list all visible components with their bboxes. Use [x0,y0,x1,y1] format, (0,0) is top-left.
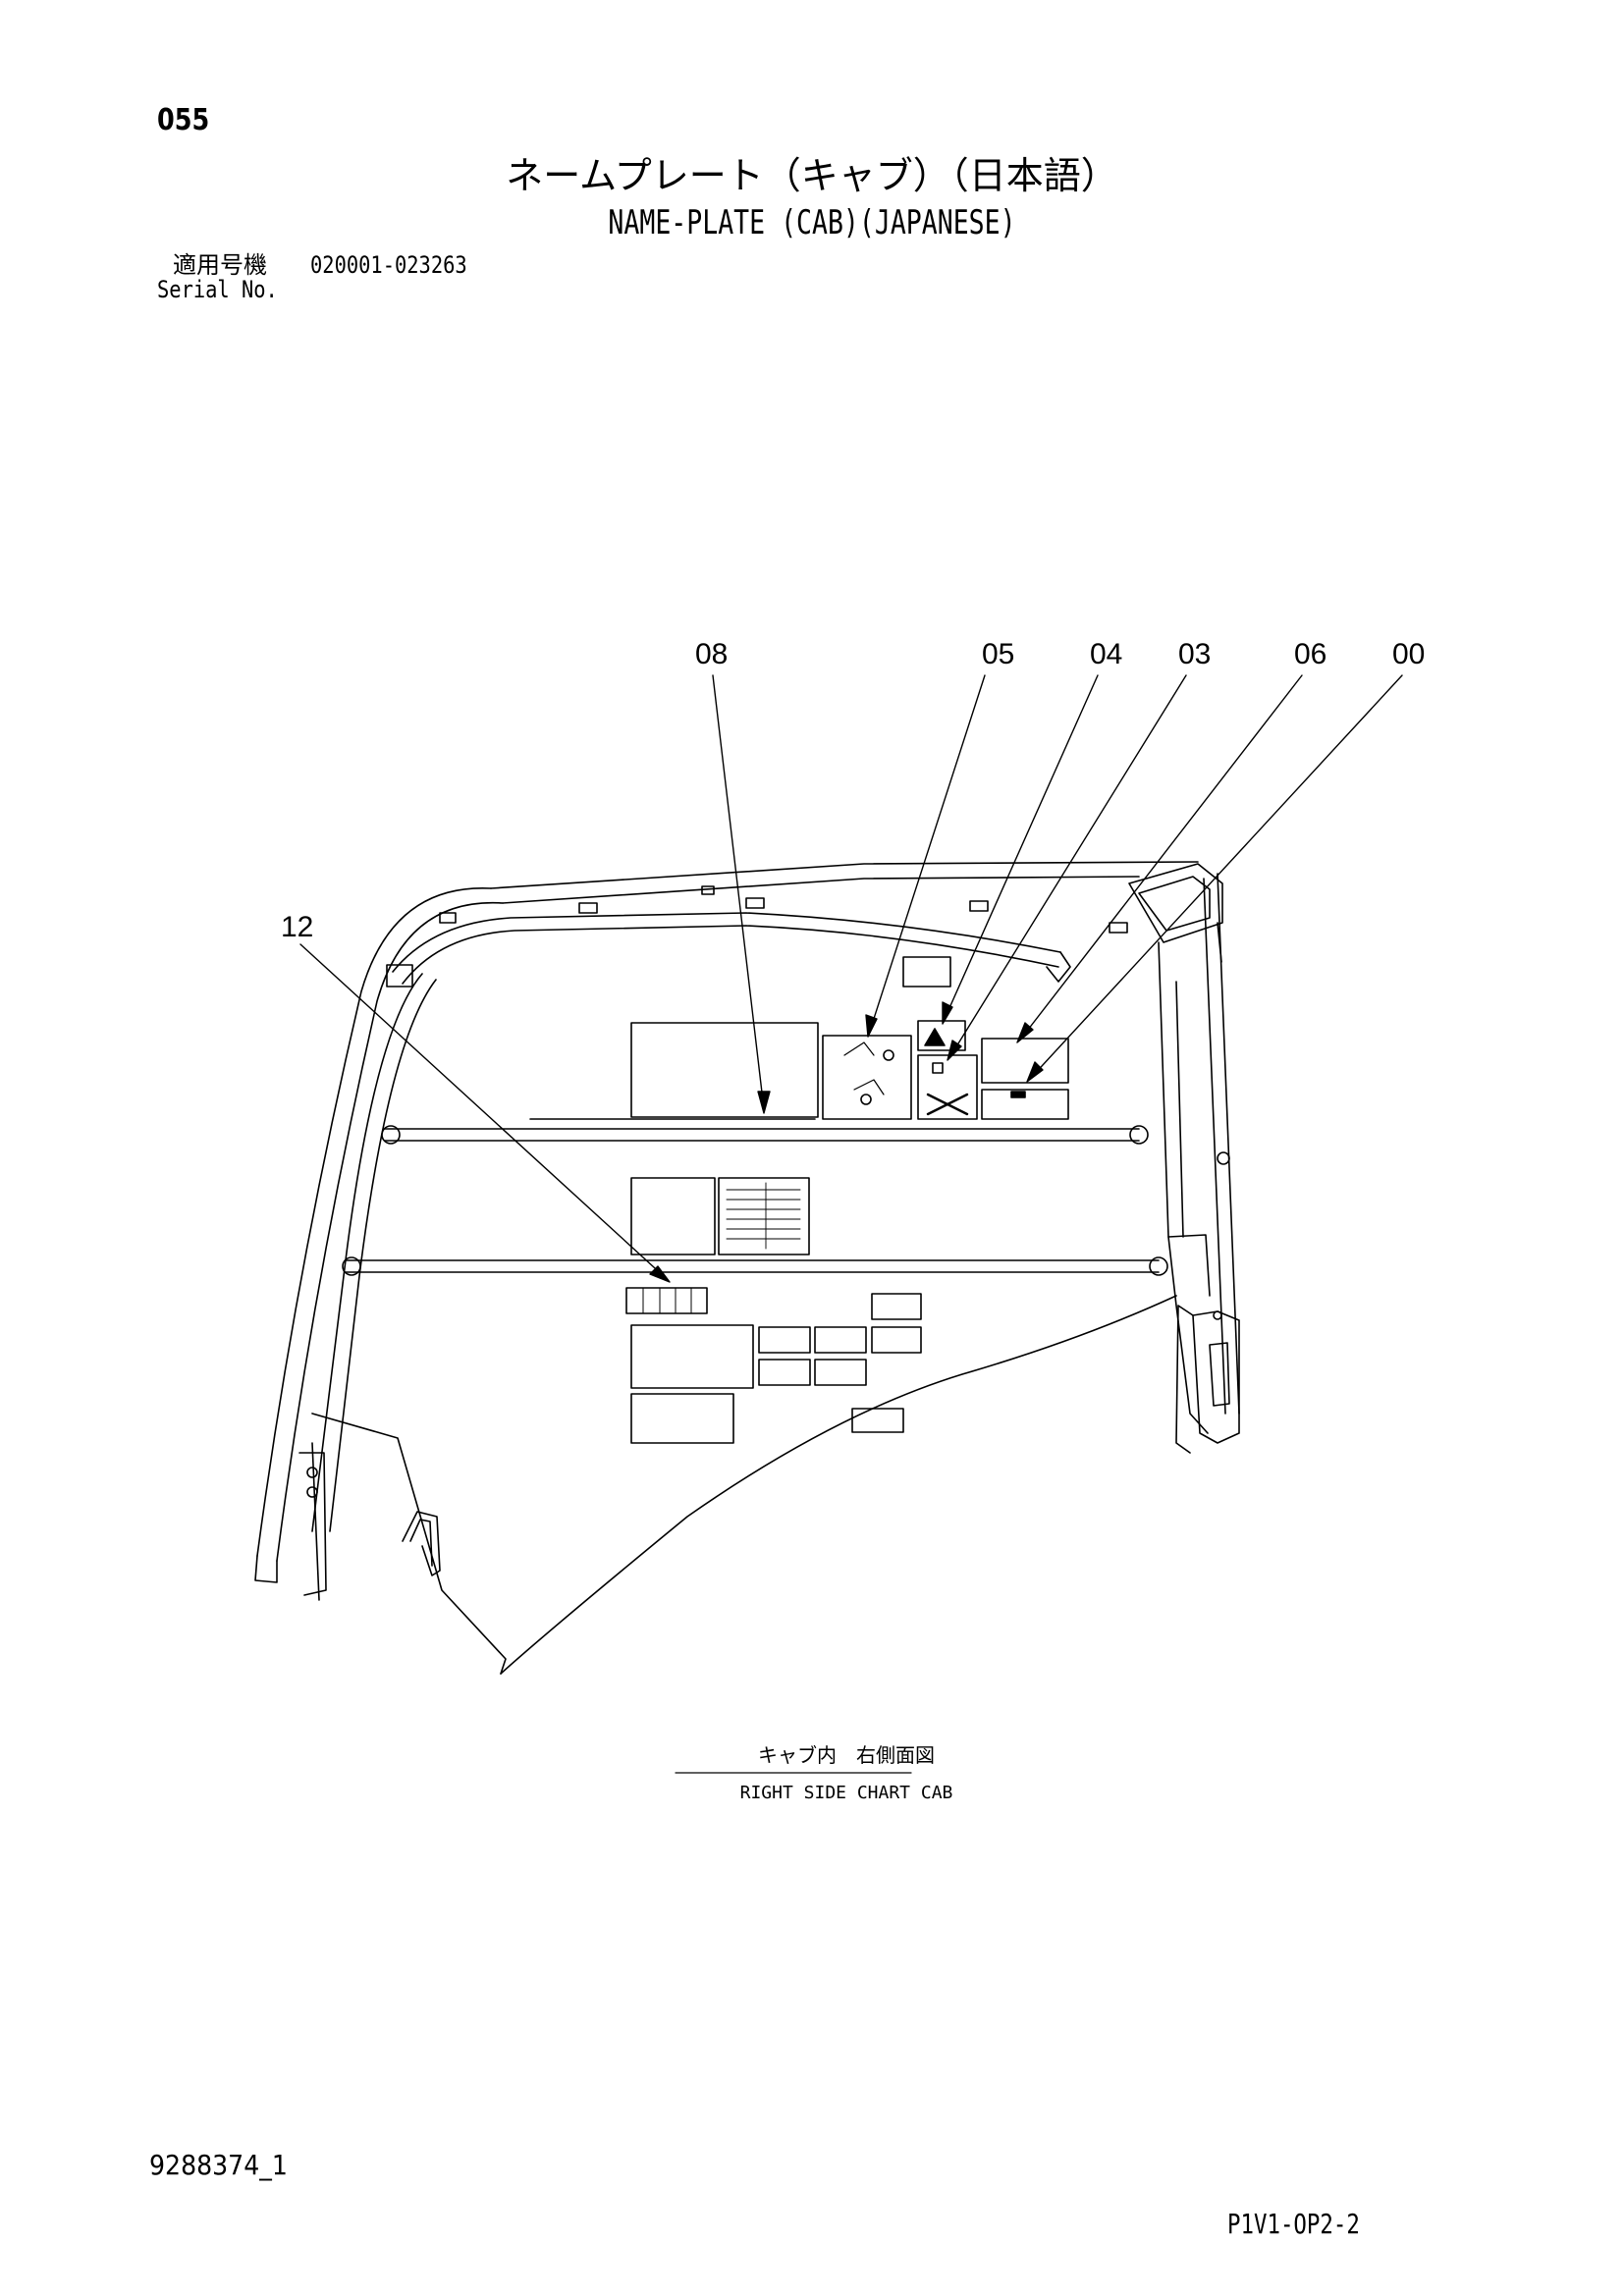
plate-08 [718,1177,810,1255]
caption-english: RIGHT SIDE CHART CAB [740,1783,953,1803]
nameplates-lower [630,1293,922,1444]
plate-12 [625,1287,708,1314]
cab-frame [254,861,1199,1583]
nameplates-upper [630,956,1069,1120]
serial-range: 020001-023263 [310,251,467,279]
plate-05 [822,1035,912,1120]
plate-00 [981,1089,1069,1120]
rear-pillar [1128,863,1240,1454]
serial-label-japanese: 適用号機 [173,251,267,279]
plate-03 [917,1054,978,1120]
callout-05: 05 [982,638,1014,670]
callout-00: 00 [1392,638,1425,670]
diagram-caption: キャブ内 右側面図 RIGHT SIDE CHART CAB [740,1743,953,1803]
leader-lines [299,674,1403,1283]
callout-08: 08 [695,638,728,670]
nameplates-middle [625,1177,810,1314]
callout-labels: 08 05 04 03 06 00 12 [281,638,1425,943]
title-english: NAME-PLATE (CAB)(JAPANESE) [608,203,1016,242]
callout-03: 03 [1178,638,1211,670]
callout-12: 12 [281,911,313,943]
document-number: 9288374_1 [149,2149,288,2181]
page-number: 055 [157,103,210,137]
callout-06: 06 [1294,638,1326,670]
plate-04 [917,1020,966,1051]
title-japanese: ネームプレート（キャブ）（日本語） [506,154,1118,197]
console-lower [298,1295,1177,1675]
callout-04: 04 [1090,638,1122,670]
page-code: P1V1-OP2-2 [1227,2208,1360,2240]
plate-06 [981,1038,1069,1084]
handrails [342,1118,1168,1276]
caption-japanese: キャブ内 右側面図 [758,1743,935,1767]
serial-label-english: Serial No. [157,276,278,303]
